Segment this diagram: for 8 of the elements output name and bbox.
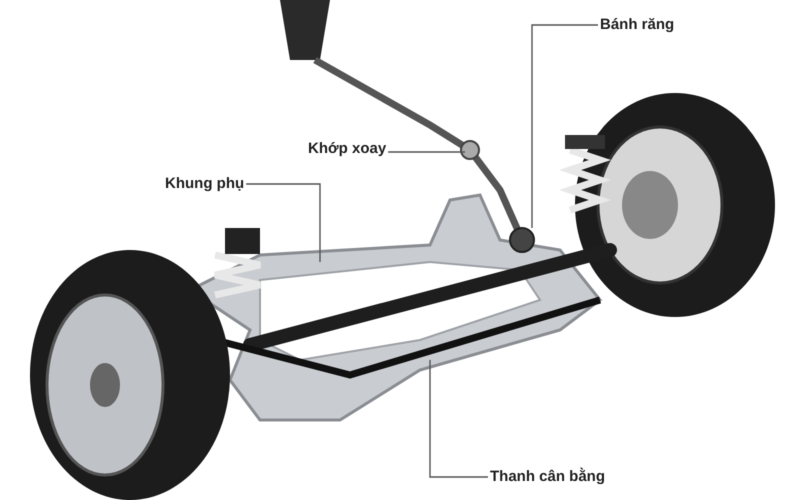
part-label: Bánh răng xyxy=(600,16,674,34)
leader-line xyxy=(531,24,598,228)
part-label: Thanh cân bằng xyxy=(490,468,606,486)
part-label: Khung phụ xyxy=(165,175,244,193)
leader-line xyxy=(388,151,465,153)
leader-line xyxy=(429,360,488,478)
leader-line xyxy=(246,183,321,262)
part-label: Khớp xoay xyxy=(308,140,386,158)
